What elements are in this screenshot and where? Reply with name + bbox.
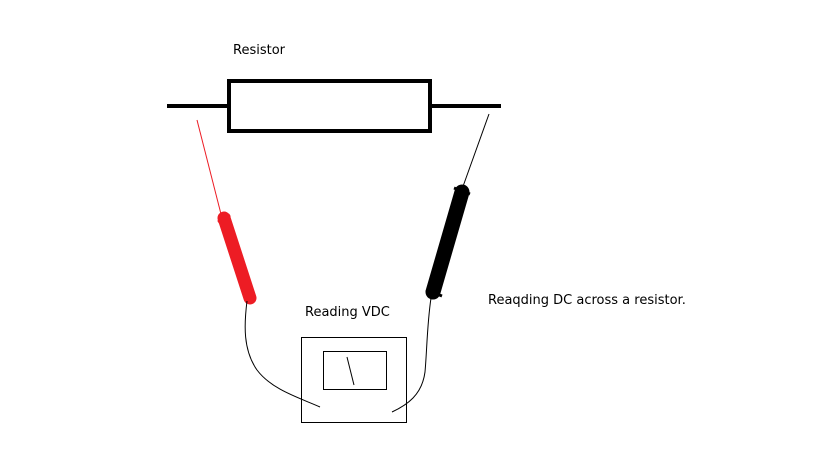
black-probe-cable (391, 297, 432, 413)
black-probe-wire (460, 113, 490, 193)
black-probe (425, 184, 471, 300)
meter-needle (346, 356, 355, 386)
meter-body (301, 337, 407, 423)
red-probe-cable (244, 300, 321, 408)
red-probe-wire (196, 119, 223, 219)
meter-label: Reading VDC (305, 305, 390, 320)
red-probe (217, 211, 257, 305)
diagram-caption: Reaqding DC across a resistor. (488, 293, 686, 308)
meter-display (323, 351, 387, 390)
resistor-label: Resistor (233, 43, 285, 58)
resistor-body (227, 79, 432, 133)
